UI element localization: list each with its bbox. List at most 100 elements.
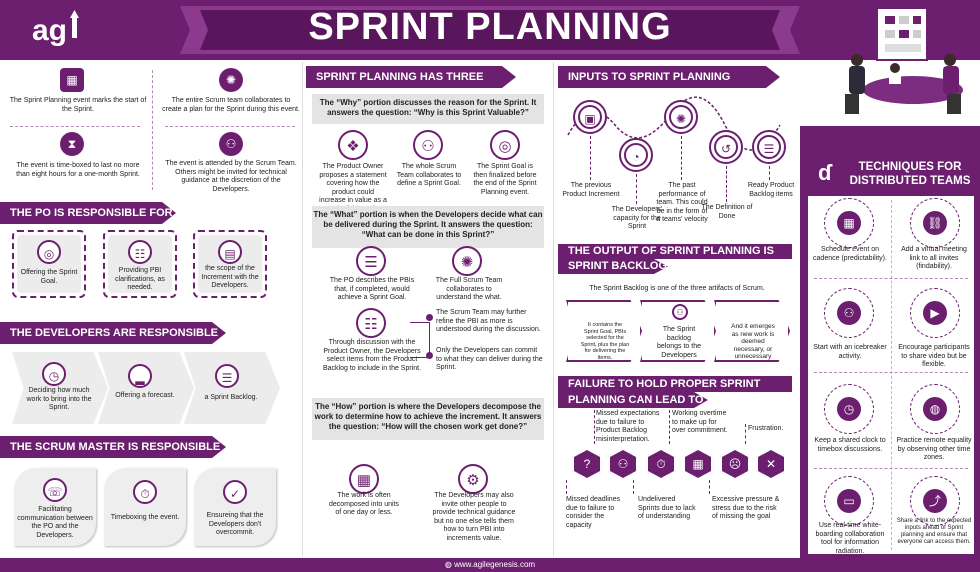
- failure-text: Missed expectations due to failure to Pr…: [596, 410, 660, 443]
- stopwatch-icon: ⏱: [133, 480, 157, 504]
- divider: [891, 200, 892, 550]
- input-text: Ready Product Backlog items: [747, 182, 795, 198]
- target-icon: ◎: [37, 240, 61, 264]
- sm-item-text: Ensureing that the Developers don't over…: [206, 512, 264, 536]
- increment-icon: ▤: [218, 240, 242, 264]
- svg-text:ag: ag: [32, 14, 67, 47]
- guidance-icon: ⚙: [458, 464, 488, 494]
- divider: [814, 278, 968, 279]
- input-stem: [769, 166, 770, 180]
- checklist-icon: ✓: [223, 480, 247, 504]
- failure-text: Frustration.: [748, 425, 784, 432]
- input-text: The past performance of team. This could…: [656, 182, 708, 223]
- definition-done-icon: ↺: [714, 135, 738, 159]
- output-item-text: And it emerges as new work is deemed nec…: [731, 323, 775, 360]
- technique-text: Use real-time white-boarding collaborati…: [815, 522, 885, 555]
- dev-team-icon: ⚇: [672, 304, 688, 320]
- input-stem: [590, 136, 591, 180]
- why-item-text: The whole Scrum Team collaborates to def…: [396, 163, 462, 187]
- how-item-text: The work is often decomposed into units …: [328, 492, 400, 516]
- share-link-icon: ⤴: [923, 489, 947, 513]
- globe-icon: ◍: [923, 397, 947, 421]
- team-icon: ✺: [219, 68, 243, 92]
- po-item-box: [12, 230, 86, 298]
- overtime-icon: ⏱: [648, 450, 674, 478]
- output-title-line: SPRINT BACKLOG: [558, 259, 668, 274]
- po-item-text: Providing PBI clarifications, as needed.: [115, 267, 165, 291]
- output-title: THE OUTPUT OF SPRINT PLANNING IS THE SPR…: [558, 244, 792, 274]
- technique-text: Share a link to the expected inputs ahea…: [896, 518, 972, 545]
- failure-stem: [709, 480, 710, 494]
- misinterpretation-icon: ?: [574, 450, 600, 478]
- video-icon: ▶: [923, 301, 947, 325]
- document-value-icon: ❖: [338, 130, 368, 160]
- input-text: The previous Product Increment: [562, 182, 620, 198]
- output-chevron: [566, 300, 642, 362]
- po-section-title: THE PO IS RESPONSIBLE FOR: [0, 202, 176, 224]
- whiteboard-icon: ▭: [837, 489, 861, 513]
- team-collab-icon: ✺: [452, 246, 482, 276]
- bar-chart-icon: ▂: [128, 364, 152, 388]
- why-item-text: The Sprint Goal is then finalized before…: [473, 163, 537, 196]
- people-icon: ⚇: [219, 132, 243, 156]
- column-divider: [553, 62, 554, 556]
- discussion-icon: ☷: [356, 308, 386, 338]
- team-performance-icon: ✺: [669, 105, 693, 129]
- techniques-title: TECHNIQUES FOR DISTRIBUTED TEAMS: [846, 160, 974, 188]
- agile-genesis-logo: ag: [30, 8, 88, 52]
- input-text: The Definition of Done: [701, 204, 753, 220]
- column-divider: [302, 62, 303, 556]
- goal-target-icon: ◎: [490, 130, 520, 160]
- output-item-text: The Sprint backlog belongs to the Develo…: [657, 326, 701, 359]
- backlog-list-icon: ☰: [356, 246, 386, 276]
- chat-group-icon: ☷: [128, 240, 152, 264]
- failure-title-line: FAILURE TO HOLD PROPER SPRINT: [558, 376, 792, 392]
- failure-text: Working overtime to make up for over com…: [672, 410, 728, 434]
- what-item-text: Through discussion with the Product Owne…: [322, 339, 422, 372]
- website-link[interactable]: www.agilegenesis.com: [454, 560, 536, 569]
- how-header: The “How” portion is where the Developer…: [312, 398, 544, 440]
- technique-text: Keep a shared clock to timebox discussio…: [814, 437, 886, 453]
- group-icon: ⚇: [610, 450, 636, 478]
- clock-chart-icon: ◷: [42, 362, 66, 386]
- header-ribbon: [180, 6, 800, 54]
- what-item-text: The PO describes the PBIs that, if compl…: [329, 277, 415, 301]
- divider: [814, 468, 968, 469]
- hourglass-icon: ⧗: [60, 132, 84, 156]
- backlog-icon: ☰: [215, 364, 239, 388]
- what-item-text: Only the Developers can commit to what t…: [436, 347, 543, 371]
- dev-item-shape: [184, 352, 280, 424]
- technique-text: Schedule event on cadence (predictabilit…: [813, 246, 887, 262]
- divider: [152, 70, 153, 190]
- what-header: The “What” portion is when the Developer…: [312, 206, 544, 248]
- communication-icon: ☏: [43, 478, 67, 502]
- divider: [10, 126, 140, 127]
- techniques-title-line: TECHNIQUES FOR: [858, 161, 962, 173]
- divider: [165, 126, 295, 127]
- increment-box-icon: ▣: [578, 105, 602, 129]
- technique-text: Add a virtual meeting link to all invite…: [901, 246, 967, 270]
- workload-icon: ▦: [685, 450, 711, 478]
- technique-text: Encourage participants to share video bu…: [898, 344, 970, 368]
- what-item-text: The Scrum Team may further refine the PB…: [436, 309, 541, 333]
- decompose-icon: ▦: [349, 464, 379, 494]
- sm-item-text: Facilitating communication between the P…: [17, 506, 93, 539]
- dev-item-text: a Sprint Backlog.: [204, 394, 258, 401]
- collaboration-icon: ⚇: [413, 130, 443, 160]
- how-item-text: The Developers may also invite other peo…: [432, 492, 516, 542]
- why-header: The “Why” portion discusses the reason f…: [312, 94, 544, 124]
- capacity-gauge-icon: ◔: [624, 143, 648, 167]
- globe-icon: ◍: [444, 560, 455, 569]
- failure-title: FAILURE TO HOLD PROPER SPRINT PLANNING C…: [558, 376, 792, 408]
- failure-stem: [594, 410, 595, 444]
- calendar-cadence-icon: ▦: [837, 211, 861, 235]
- bracket-connector: [410, 322, 430, 358]
- what-item-text: The Full Scrum Team collaborates to unde…: [435, 277, 503, 301]
- calendar-icon: ▦: [60, 68, 84, 92]
- output-title-line: THE OUTPUT OF SPRINT PLANNING IS THE: [558, 244, 792, 272]
- dev-item-text: Deciding how much work to bring into the…: [26, 387, 92, 411]
- icebreaker-icon: ⚇: [837, 301, 861, 325]
- technique-text: Practice remote equality by observing ot…: [896, 437, 972, 461]
- technique-circle: [910, 288, 960, 338]
- fact-timebox-text: The event is time-boxed to last no more …: [16, 162, 140, 178]
